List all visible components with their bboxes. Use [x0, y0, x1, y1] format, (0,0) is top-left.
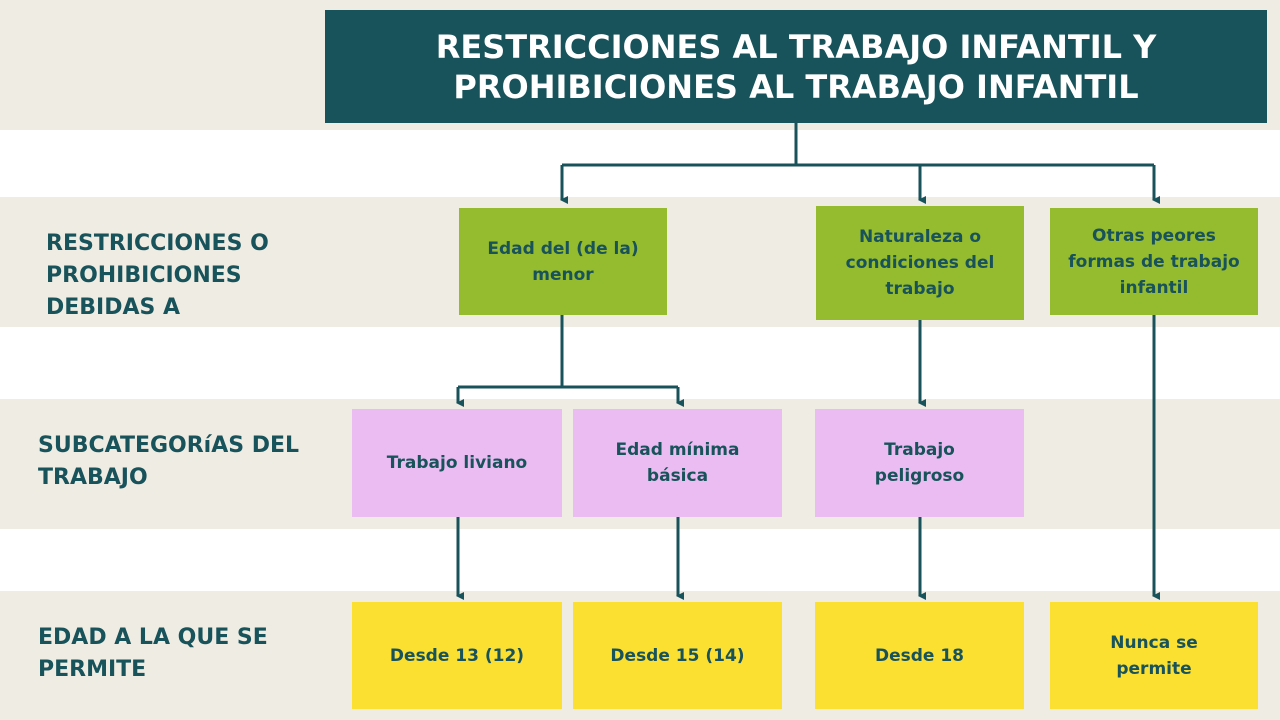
box-edad-menor: Edad del (de la) menor: [459, 208, 667, 315]
diagram-title: RESTRICCIONES AL TRABAJO INFANTIL Y PROH…: [325, 10, 1267, 123]
box-otras-peores: Otras peores formas de trabajo infantil: [1050, 208, 1258, 315]
box-trabajo-liviano: Trabajo liviano: [352, 409, 562, 517]
row-label-subcategorias: SUBCATEGORíAS DEL TRABAJO: [38, 433, 300, 490]
box-nunca: Nunca se permite: [1050, 602, 1258, 709]
box-edad-minima: Edad mínima básica: [573, 409, 782, 517]
box-desde-15: Desde 15 (14): [573, 602, 782, 709]
row-label-edad: EDAD A LA QUE SE PERMITE: [38, 625, 268, 682]
row-label-restricciones: RESTRICCIONES O PROHIBICIONES DEBIDAS A: [46, 231, 269, 320]
box-naturaleza: Naturaleza o condiciones del trabajo: [816, 206, 1024, 320]
box-desde-18: Desde 18: [815, 602, 1024, 709]
box-desde-13: Desde 13 (12): [352, 602, 562, 709]
box-trabajo-peligroso: Trabajo peligroso: [815, 409, 1024, 517]
